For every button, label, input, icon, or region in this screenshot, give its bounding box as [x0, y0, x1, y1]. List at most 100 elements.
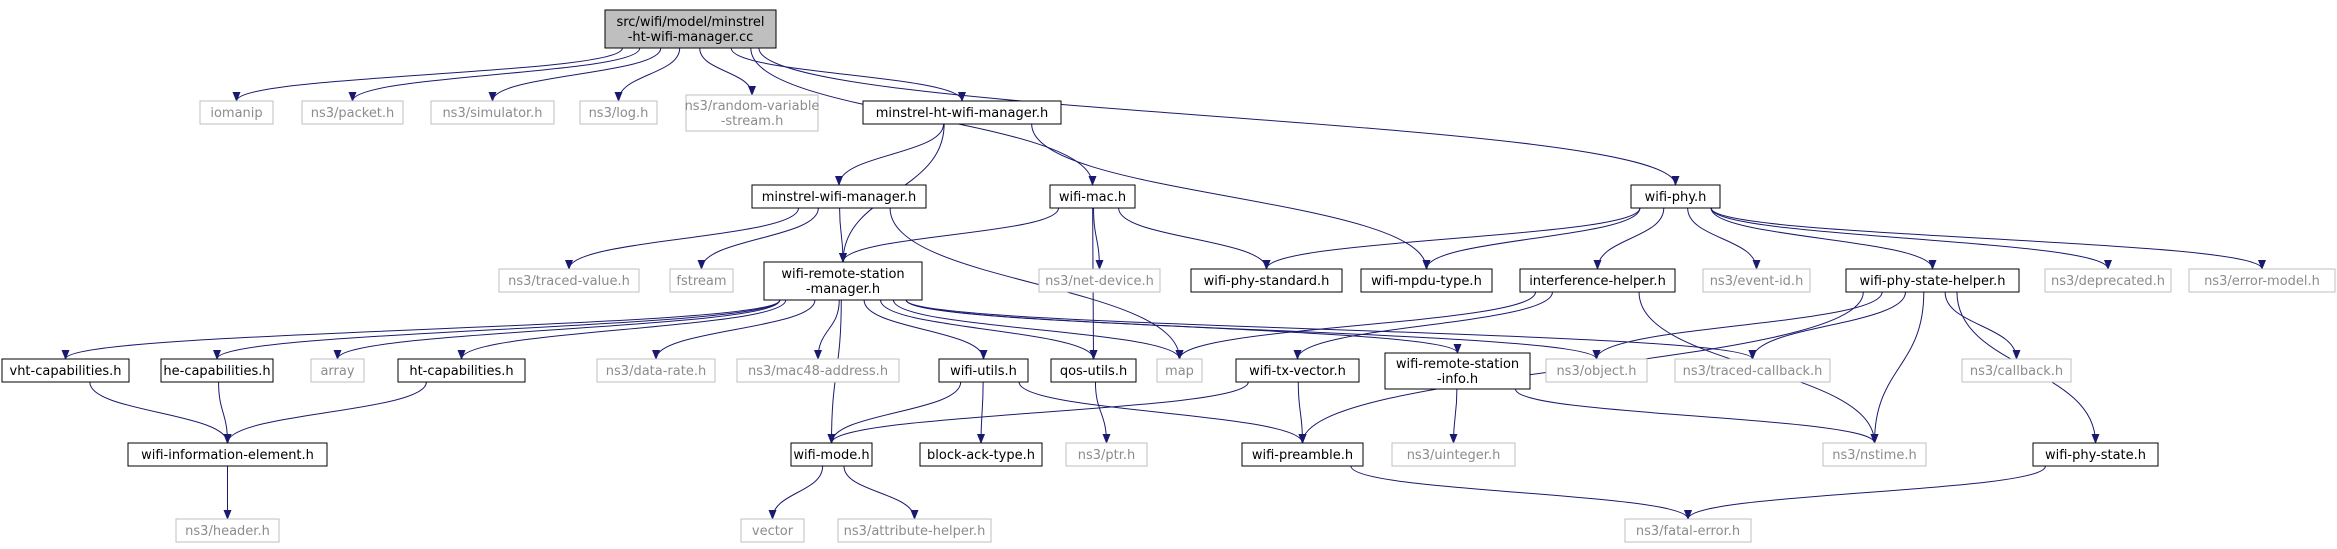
edge-wpsh-to-tracedcb	[1748, 291, 1906, 360]
edge-wphy-to-errmodel	[1710, 207, 2266, 270]
node-wps[interactable]: wifi-phy-standard.h	[1190, 268, 1343, 293]
node-label-attrhelper: ns3/attribute-helper.h	[844, 524, 986, 539]
node-box-tracedval	[498, 268, 640, 293]
node-netdev: ns3/net-device.h	[1038, 268, 1161, 293]
node-label-nstime: ns3/nstime.h	[1832, 448, 1916, 463]
edge-root-to-wphy	[758, 47, 1680, 186]
node-label-datarate: ns3/data-rate.h	[606, 364, 706, 379]
node-box-wmode	[790, 442, 873, 467]
node-wutils[interactable]: wifi-utils.h	[938, 358, 1029, 383]
node-attrhelper: ns3/attribute-helper.h	[837, 518, 992, 543]
node-box-eventid	[1702, 268, 1811, 293]
node-mht[interactable]: minstrel-ht-wifi-manager.h	[862, 100, 1062, 125]
node-box-wps	[1190, 268, 1343, 293]
node-wpstate[interactable]: wifi-phy-state.h	[2032, 442, 2159, 467]
edges-layer	[61, 47, 2266, 520]
node-label-wpre: wifi-preamble.h	[1252, 448, 1353, 463]
node-header: ns3/header.h	[175, 518, 280, 543]
node-label-mht: minstrel-ht-wifi-manager.h	[876, 106, 1049, 121]
edge-mwm-to-wrsm	[838, 207, 847, 263]
edge-wrsm-to-vht	[61, 299, 781, 360]
node-fstream: fstream	[669, 268, 734, 293]
node-label-wmpdu: wifi-mpdu-type.h	[1371, 274, 1482, 289]
node-log: ns3/log.h	[579, 100, 658, 125]
node-mwm[interactable]: minstrel-wifi-manager.h	[751, 184, 927, 209]
nodes-layer: src/wifi/model/minstrel-ht-wifi-manager.…	[1, 9, 2336, 543]
node-label-vht: vht-capabilities.h	[10, 364, 122, 379]
node-wrsi[interactable]: wifi-remote-station-info.h	[1384, 352, 1531, 390]
node-box-vector	[740, 518, 805, 543]
node-box-tracedcb	[1674, 358, 1831, 383]
node-wmpdu[interactable]: wifi-mpdu-type.h	[1360, 268, 1493, 293]
edge-wphy-to-wmpdu	[1422, 207, 1641, 270]
edge-wmode-to-attrhelper	[843, 465, 919, 520]
node-ptr: ns3/ptr.h	[1065, 442, 1148, 467]
edge-wutils-to-wmode	[827, 381, 962, 444]
node-errmodel: ns3/error-model.h	[2188, 268, 2336, 293]
node-ih[interactable]: interference-helper.h	[1519, 268, 1676, 293]
node-array: array	[310, 358, 365, 383]
node-box-wmpdu	[1360, 268, 1493, 293]
node-qos[interactable]: qos-utils.h	[1050, 358, 1137, 383]
node-label-mac48: ns3/mac48-address.h	[748, 364, 888, 379]
edge-wrsm-to-qos	[880, 299, 1098, 360]
node-callback: ns3/callback.h	[1961, 358, 2072, 383]
node-wpre[interactable]: wifi-preamble.h	[1241, 442, 1364, 467]
edge-wrsm-to-he	[213, 299, 781, 360]
node-box-wrsi	[1384, 352, 1531, 390]
node-tracedval: ns3/traced-value.h	[498, 268, 640, 293]
node-box-mwm	[751, 184, 927, 209]
edge-wmac-to-netdev	[1093, 207, 1104, 270]
node-box-randvar	[685, 94, 819, 132]
node-box-vht	[1, 358, 130, 383]
node-box-callback	[1961, 358, 2072, 383]
node-label-root: -ht-wifi-manager.cc	[628, 30, 754, 45]
node-box-wpre	[1241, 442, 1364, 467]
node-uinteger: ns3/uinteger.h	[1391, 442, 1516, 467]
node-wphy[interactable]: wifi-phy.h	[1630, 184, 1721, 209]
edge-wpre-to-fatal	[1350, 465, 1692, 520]
node-vht[interactable]: vht-capabilities.h	[1, 358, 130, 383]
edge-wphy-to-wps	[1262, 207, 1641, 270]
edge-wtxv-to-wpre	[1297, 381, 1307, 444]
edge-root-to-iomanip	[232, 47, 623, 102]
node-label-wrsm: -manager.h	[806, 282, 880, 297]
edge-wpsh-to-callback	[1944, 291, 2021, 360]
node-label-uinteger: ns3/uinteger.h	[1407, 448, 1501, 463]
node-box-errmodel	[2188, 268, 2336, 293]
node-box-log	[579, 100, 658, 125]
edge-ht-to-wie	[223, 381, 427, 444]
node-box-nstime	[1822, 442, 1927, 467]
node-iomanip: iomanip	[199, 100, 274, 125]
node-map: map	[1156, 358, 1203, 383]
node-label-qos: qos-utils.h	[1060, 364, 1127, 379]
node-box-wrsm	[763, 261, 923, 301]
node-wie[interactable]: wifi-information-element.h	[127, 442, 328, 467]
node-box-fatal	[1624, 518, 1752, 543]
edge-wphy-to-eventid	[1687, 207, 1761, 270]
node-wtxv[interactable]: wifi-tx-vector.h	[1235, 358, 1360, 383]
node-wmode[interactable]: wifi-mode.h	[790, 442, 873, 467]
node-box-uinteger	[1391, 442, 1516, 467]
node-box-wphy	[1630, 184, 1721, 209]
node-box-deprecated	[2044, 268, 2172, 293]
node-bat[interactable]: block-ack-type.h	[919, 442, 1043, 467]
node-wrsm[interactable]: wifi-remote-station-manager.h	[763, 261, 923, 301]
node-wmac[interactable]: wifi-mac.h	[1049, 184, 1136, 209]
node-label-he: he-capabilities.h	[163, 364, 270, 379]
edge-mwm-to-tracedval	[565, 207, 799, 270]
node-label-eventid: ns3/event-id.h	[1710, 274, 1804, 289]
node-box-mac48	[736, 358, 900, 383]
node-label-bat: block-ack-type.h	[927, 448, 1035, 463]
node-ht[interactable]: ht-capabilities.h	[397, 358, 526, 383]
node-randvar: ns3/random-variable-stream.h	[685, 94, 819, 132]
node-label-wpstate: wifi-phy-state.h	[2045, 448, 2146, 463]
node-wpsh[interactable]: wifi-phy-state-helper.h	[1845, 268, 2020, 293]
edge-wutils-to-wpre	[1018, 381, 1307, 444]
node-box-mht	[862, 100, 1062, 125]
node-label-wutils: wifi-utils.h	[950, 364, 1017, 379]
node-he[interactable]: he-capabilities.h	[160, 358, 274, 383]
edge-wpsh-to-object	[1592, 291, 1883, 360]
node-label-map: map	[1165, 364, 1194, 379]
node-vector: vector	[740, 518, 805, 543]
